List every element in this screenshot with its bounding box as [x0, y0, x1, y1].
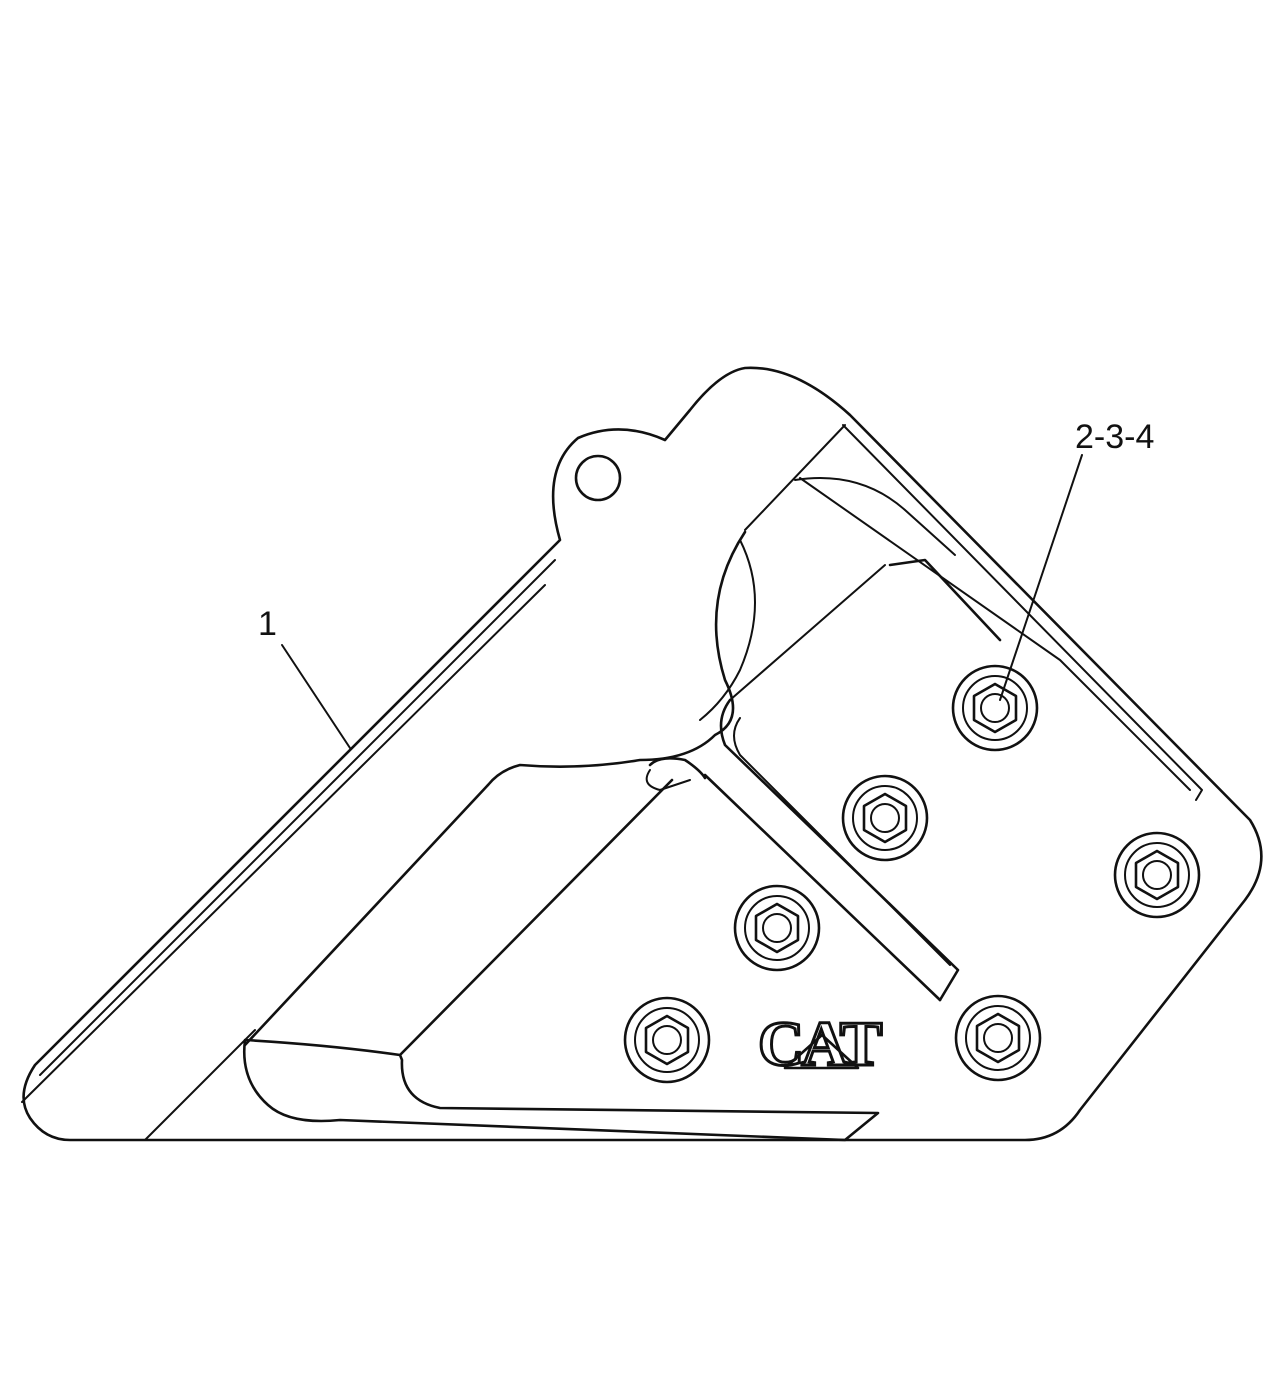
lower-plate-inner [645, 769, 691, 791]
part-body [21, 366, 1263, 1142]
inner-ledge-top [744, 424, 846, 531]
mid-diagonal-2 [703, 773, 942, 1002]
upper-plate [888, 558, 1002, 642]
callout-label-1: 1 [258, 605, 277, 643]
blade-upper [242, 1038, 880, 1142]
left-edge-line-1 [39, 559, 556, 1076]
boss-inner-curve [699, 539, 756, 721]
bolt-5 [623, 996, 711, 1084]
cat-logo: CAT [757, 1007, 887, 1081]
callout-label-2-3-4: 2-3-4 [1075, 418, 1154, 456]
lower-plate-left [243, 783, 490, 1047]
leader-line-2-3-4 [999, 454, 1083, 701]
bolt-1 [951, 664, 1039, 752]
fasteners [623, 664, 1201, 1084]
bolt-2 [841, 774, 929, 862]
diagonal-groove-outer [719, 698, 960, 1002]
upper-edge-line [842, 424, 1203, 801]
left-edge-line-2 [21, 584, 546, 1103]
mid-diagonal [398, 778, 674, 1057]
bolt-4 [733, 884, 821, 972]
inner-ledge-bottom [794, 477, 956, 556]
lower-plate-top [648, 757, 707, 780]
boss-curve [486, 530, 747, 787]
cat-logo-triangle-icon [783, 1033, 860, 1070]
diagonal-groove-inner [733, 717, 951, 966]
leader-line-1 [281, 644, 351, 749]
upper-inner-line [799, 477, 1191, 791]
blade-edge [144, 1029, 256, 1141]
groove-upper-line [729, 564, 886, 701]
bolt-6 [954, 994, 1042, 1082]
ear-hole [574, 454, 622, 502]
bolt-3 [1113, 831, 1201, 919]
body-outline [22, 366, 1263, 1142]
